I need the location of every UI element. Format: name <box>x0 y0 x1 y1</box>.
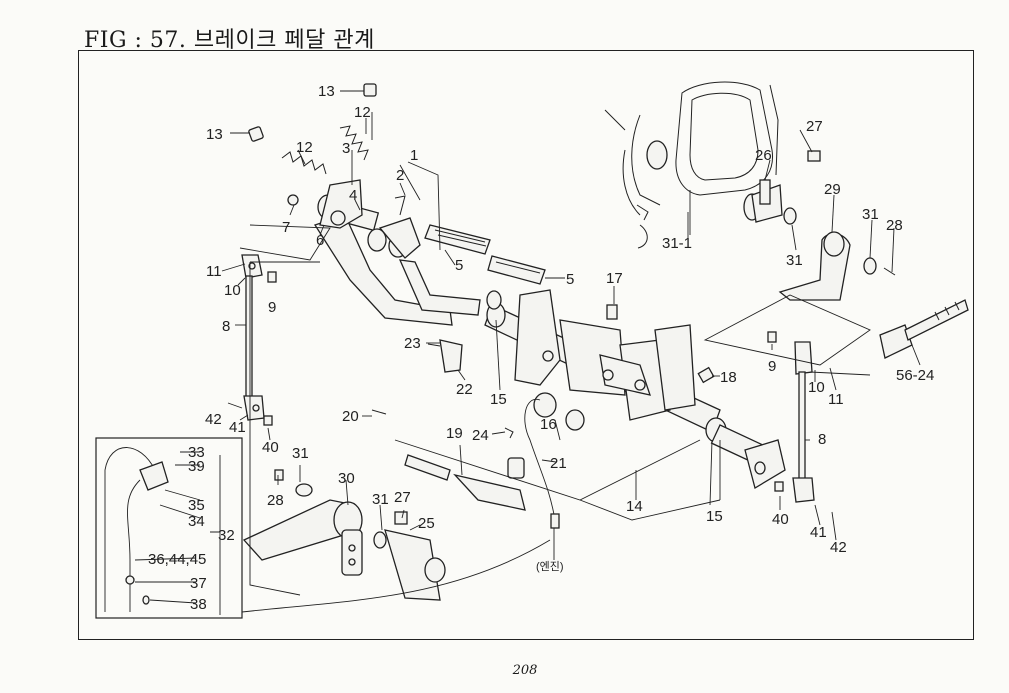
callout-15: 15 <box>706 508 723 525</box>
callout-38: 38 <box>190 596 207 613</box>
callout-12: 12 <box>354 104 371 121</box>
callout-34: 34 <box>188 513 205 530</box>
callout-31: 31 <box>862 206 879 223</box>
callout-23: 23 <box>404 335 421 352</box>
callout-9: 9 <box>268 299 276 316</box>
callout-24: 24 <box>472 427 489 444</box>
callout-2: 2 <box>396 167 404 184</box>
callout-1: 1 <box>410 147 418 164</box>
callout-41: 41 <box>810 524 827 541</box>
callout-18: 18 <box>720 369 737 386</box>
callout-14: 14 <box>626 498 643 515</box>
callout-28: 28 <box>267 492 284 509</box>
callout-41: 41 <box>229 419 246 436</box>
callout-40: 40 <box>262 439 279 456</box>
callout-11: 11 <box>828 391 844 408</box>
callout-20: 20 <box>342 408 359 425</box>
page-number: 208 <box>512 663 538 678</box>
callout-26: 26 <box>755 147 772 164</box>
callout-33: 33 <box>188 444 205 461</box>
callout-15: 15 <box>490 391 507 408</box>
cross-shaft-assembly <box>484 289 786 490</box>
callout-7: 7 <box>282 219 290 236</box>
callout-8: 8 <box>222 318 230 335</box>
callout-4: 4 <box>349 187 357 204</box>
callout-8: 8 <box>818 431 826 448</box>
callout-labels: 13 12 13 12 3 1 2 4 7 6 5 5 11 10 9 8 17… <box>148 83 934 613</box>
left-rod <box>241 254 277 426</box>
callout-39: 39 <box>188 458 205 475</box>
callout-27: 27 <box>394 489 411 506</box>
callout-10: 10 <box>224 282 241 299</box>
callout-16: 16 <box>540 416 557 433</box>
callout-42: 42 <box>830 539 847 556</box>
stop-switch-assembly <box>371 399 560 529</box>
callout-21: 21 <box>550 455 567 472</box>
callout-31: 31 <box>292 445 309 462</box>
callout-28: 28 <box>886 217 903 234</box>
callout-9: 9 <box>768 358 776 375</box>
callout-35: 35 <box>188 497 205 514</box>
callout-25: 25 <box>418 515 435 532</box>
callout-3: 3 <box>342 140 350 157</box>
callout-27: 27 <box>806 118 823 135</box>
callout-17: 17 <box>606 270 623 287</box>
right-rod <box>767 331 815 503</box>
cable-inset <box>95 437 551 619</box>
clamp-parts <box>427 339 585 431</box>
callout-31-1: 31-1 <box>662 235 692 252</box>
callout-31: 31 <box>372 491 389 508</box>
brake-pedal-assembly <box>248 83 546 326</box>
figure-title: FIG : 57. 브레이크 페달 관계 <box>84 28 375 53</box>
callout-10: 10 <box>808 379 825 396</box>
callout-engine: (엔진) <box>536 560 564 573</box>
leader-lines <box>134 90 921 615</box>
callout-5: 5 <box>455 257 463 274</box>
callout-37: 37 <box>190 575 207 592</box>
callout-5: 5 <box>566 271 574 288</box>
lower-lever-assembly <box>242 469 446 601</box>
callout-30: 30 <box>338 470 355 487</box>
callout-6: 6 <box>316 232 324 249</box>
callout-13: 13 <box>318 83 335 100</box>
callout-19: 19 <box>446 425 463 442</box>
diagram-frame <box>78 50 974 640</box>
callout-32: 32 <box>218 527 235 544</box>
right-linkage <box>743 150 969 359</box>
callout-31: 31 <box>786 252 803 269</box>
callout-56-24: 56-24 <box>896 367 934 384</box>
callout-22: 22 <box>456 381 473 398</box>
callout-13: 13 <box>206 126 223 143</box>
callout-40: 40 <box>772 511 789 528</box>
callout-29: 29 <box>824 181 841 198</box>
callout-12: 12 <box>296 139 313 156</box>
callout-36-44-45: 36,44,45 <box>148 551 206 568</box>
callout-42: 42 <box>205 411 222 428</box>
callout-11: 11 <box>206 263 222 280</box>
engine-outline <box>604 81 779 249</box>
